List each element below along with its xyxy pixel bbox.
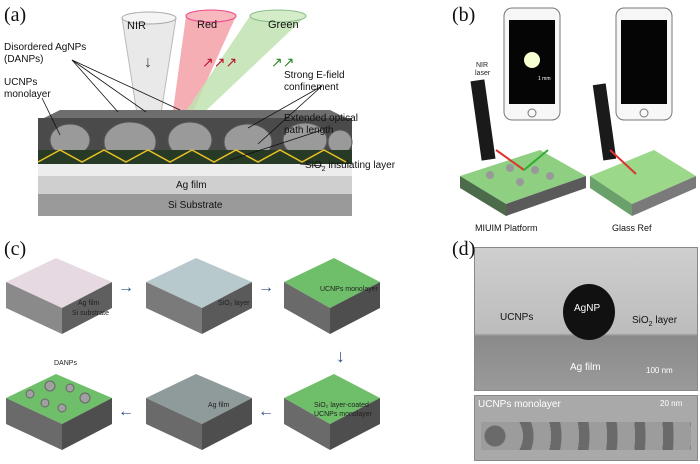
svg-text:↗↗: ↗↗ bbox=[271, 54, 294, 70]
ucnps-monolayer-label: UCNPs monolayer bbox=[478, 399, 561, 410]
svg-text:↓: ↓ bbox=[336, 346, 345, 366]
ucnps-tem-label: UCNPs bbox=[500, 312, 534, 323]
agnp-particle bbox=[563, 284, 615, 340]
panel-d-label: (d) bbox=[452, 238, 476, 260]
nir-beam-label: NIR bbox=[127, 20, 146, 32]
optical-label-line1: Extended optical bbox=[284, 113, 358, 124]
panel-a-illustration: ↓ ↗↗↗ ↗↗ bbox=[37, 9, 353, 216]
svg-text:→: → bbox=[118, 279, 134, 296]
step1-label-line1: Ag film bbox=[78, 300, 100, 307]
nir-laser-right bbox=[592, 83, 617, 161]
ucnps-label-line2: monolayer bbox=[4, 89, 51, 100]
panel-b-label: (b) bbox=[452, 4, 476, 26]
ucnps-label-line1: UCNPs bbox=[4, 77, 38, 88]
nir-laser-left bbox=[470, 79, 496, 161]
scale-top-label: 100 nm bbox=[646, 366, 673, 375]
step4-label-line2: UCNPs monolayer bbox=[314, 411, 372, 418]
nir-laser-label-line2: laser bbox=[475, 70, 491, 77]
si-substrate-label: Si Substrate bbox=[168, 200, 223, 211]
svg-text:↓: ↓ bbox=[144, 54, 152, 71]
sio2-layer bbox=[38, 164, 352, 176]
scale-bottom-label: 20 nm bbox=[660, 399, 683, 408]
sio2-layer-tem-label: SiO2 layer bbox=[632, 315, 678, 328]
nir-laser-label-line1: NIR bbox=[476, 62, 489, 69]
danps-label-line2: (DANPs) bbox=[4, 54, 44, 65]
tem-image-bottom bbox=[474, 395, 698, 461]
panel-c-label: (c) bbox=[4, 238, 27, 260]
step3-label: UCNPs monolayer bbox=[320, 286, 378, 293]
green-beam-label: Green bbox=[268, 19, 299, 31]
ag-film-layer bbox=[38, 176, 352, 194]
ag-film-label: Ag film bbox=[176, 180, 207, 191]
step6-label: DANPs bbox=[54, 360, 77, 367]
step2-label: SiO₂ layer bbox=[218, 300, 250, 307]
tem-image-top bbox=[474, 247, 698, 391]
sio2-insulating-label: SiO2 insulating layer bbox=[305, 160, 396, 173]
si-substrate-layer bbox=[38, 194, 352, 216]
svg-text:←: ← bbox=[258, 403, 274, 420]
glass-ref-label: Glass Ref bbox=[612, 223, 652, 233]
panel-a-label: (a) bbox=[4, 4, 27, 26]
ag-film-tem-label: Ag film bbox=[570, 362, 601, 373]
panel-c-illustration: → → ↓ ← ← bbox=[6, 258, 380, 450]
svg-text:→: → bbox=[258, 279, 274, 296]
danps-label-line1: Disordered AgNPs bbox=[4, 42, 87, 53]
svg-text:↗↗↗: ↗↗↗ bbox=[202, 54, 237, 70]
agnp-label: AgNP bbox=[574, 303, 601, 314]
miuim-platform-label: MIUIM Platform bbox=[475, 223, 538, 233]
step1-label-line2: Si substrate bbox=[72, 310, 109, 317]
step4-label-line1: SiO₂ layer-coated bbox=[314, 402, 369, 409]
green-beam bbox=[180, 16, 306, 120]
optical-label-line2: path length bbox=[284, 125, 334, 136]
red-beam-label: Red bbox=[197, 19, 218, 31]
efield-label-line2: confinement bbox=[284, 82, 339, 93]
efield-label-line1: Strong E-field bbox=[284, 70, 345, 81]
panel-b-illustration bbox=[460, 7, 696, 216]
scale-bar-label: 1 mm bbox=[538, 76, 551, 82]
svg-text:←: ← bbox=[118, 403, 134, 420]
red-beam bbox=[172, 16, 236, 118]
step5-label: Ag film bbox=[208, 402, 230, 409]
